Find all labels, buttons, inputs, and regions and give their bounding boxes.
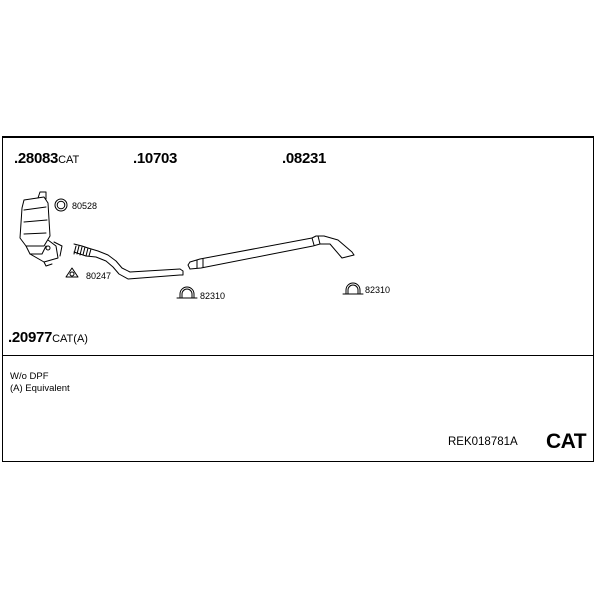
clamp-2-part-number: 82310 — [365, 285, 391, 295]
rear-pipe-part-label: .08231 — [282, 151, 326, 167]
kit-code: REK018781A — [448, 436, 518, 448]
rear-pipe-icon — [187, 235, 355, 270]
catalyst-part-number: .28083 — [14, 150, 59, 167]
front-pipe-icon — [73, 243, 184, 280]
front-pipe-part-label: .10703 — [133, 151, 177, 167]
kit-variant-part-label: .20977CAT(A) — [8, 330, 88, 346]
front-pipe-part-number: .10703 — [133, 150, 178, 167]
note-line-1: W/o DPF — [10, 371, 49, 382]
clamp-1-icon — [176, 286, 198, 299]
gasket-part-number: 80247 — [86, 271, 112, 281]
section-divider — [2, 355, 594, 356]
kit-variant-part-suffix: CAT(A) — [52, 333, 88, 345]
clamp-1-part-number: 82310 — [200, 291, 226, 301]
clamp-2-icon — [342, 282, 364, 295]
catalyst-part-label: .28083CAT — [14, 151, 79, 167]
diagram-frame — [2, 136, 594, 462]
cat-badge: CAT — [546, 430, 587, 453]
notes: W/o DPF (A) Equivalent — [10, 371, 70, 395]
catalytic-converter-icon — [19, 191, 63, 267]
catalyst-part-suffix: CAT — [58, 154, 80, 166]
ring-part-number: 80528 — [72, 201, 98, 211]
ring-icon — [54, 198, 68, 212]
rear-pipe-part-number: .08231 — [282, 150, 327, 167]
kit-variant-part-number: .20977 — [8, 329, 53, 346]
note-line-2: (A) Equivalent — [10, 382, 70, 394]
gasket-icon — [65, 267, 79, 278]
